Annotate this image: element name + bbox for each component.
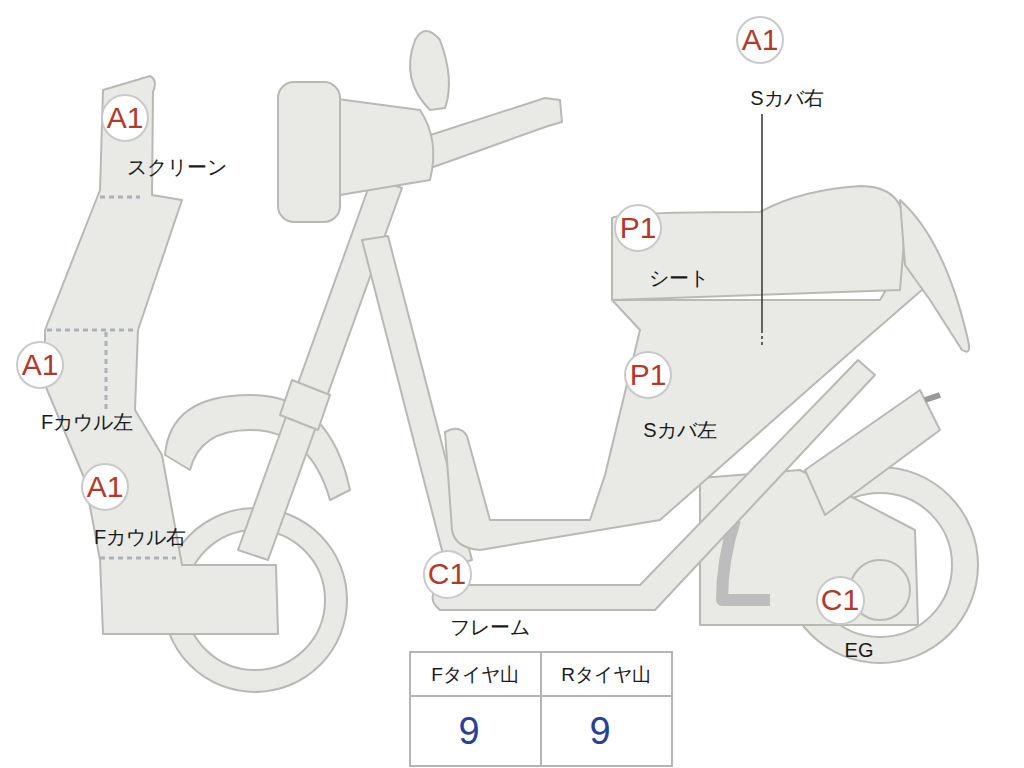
part-name: フレーム xyxy=(450,616,530,638)
table-header: Fタイヤ山 xyxy=(431,665,519,686)
panel-divider xyxy=(105,332,108,410)
condition-circle: A1Fカウル右 xyxy=(81,463,129,511)
part-name: シート xyxy=(649,267,709,289)
condition-code: P1 xyxy=(620,213,657,243)
condition-code: C1 xyxy=(428,559,466,589)
condition-code: C1 xyxy=(821,585,859,615)
table-value: 9 xyxy=(458,711,479,753)
part-name: Sカバ左 xyxy=(643,419,716,441)
condition-circle: A1Sカバ右 xyxy=(736,16,784,64)
panel-divider xyxy=(47,329,135,332)
condition-code: P1 xyxy=(630,360,667,390)
panel-divider xyxy=(100,557,176,560)
condition-circle: A1Fカウル左 xyxy=(16,341,64,389)
tail-fin xyxy=(900,200,969,352)
part-name: EG xyxy=(845,639,874,661)
headlight xyxy=(278,82,340,222)
condition-circle: C1EG xyxy=(816,576,865,625)
mirror xyxy=(410,31,449,110)
condition-code: A1 xyxy=(87,472,124,502)
front-cowl xyxy=(45,76,278,634)
handle-cover xyxy=(330,98,433,195)
condition-circle: P1シート xyxy=(614,204,662,252)
table-value: 9 xyxy=(589,711,610,753)
condition-code: A1 xyxy=(107,103,144,133)
leader-line xyxy=(761,114,763,330)
condition-code: A1 xyxy=(22,350,59,380)
condition-circle: C1フレーム xyxy=(423,550,472,599)
tire-table xyxy=(410,652,672,766)
shock-bolt xyxy=(925,395,940,400)
steering-column xyxy=(238,178,402,560)
condition-code: A1 xyxy=(742,25,779,55)
part-name: スクリーン xyxy=(127,156,227,178)
condition-circle: P1Sカバ左 xyxy=(624,351,672,399)
part-name: Fカウル右 xyxy=(94,526,186,548)
leader-line xyxy=(761,330,763,346)
panel-divider xyxy=(100,196,140,199)
fork-clamp xyxy=(280,380,330,430)
condition-circle: A1スクリーン xyxy=(101,94,149,142)
table-header: Rタイヤ山 xyxy=(561,665,651,686)
table-grid xyxy=(410,652,672,766)
seat xyxy=(612,186,905,300)
part-name: Fカウル左 xyxy=(41,411,133,433)
part-name: Sカバ右 xyxy=(750,87,823,109)
